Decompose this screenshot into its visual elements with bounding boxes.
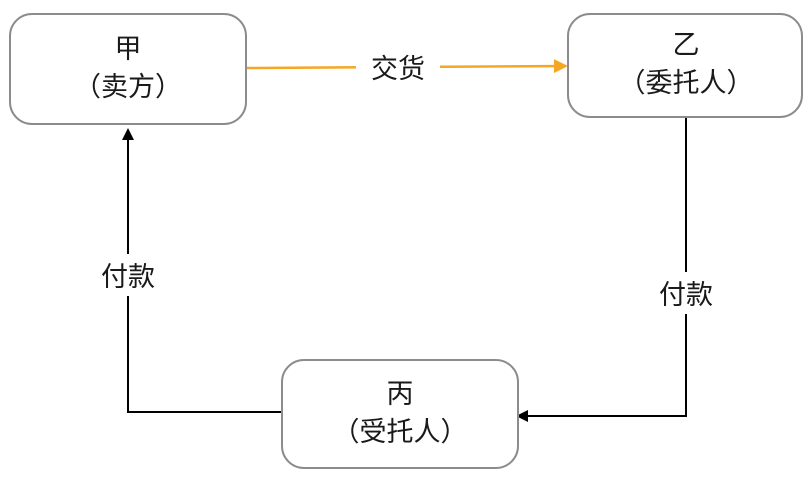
payment-bing-to-jia-line xyxy=(122,128,282,413)
edge-payment-yi-to-bing: 付款 xyxy=(516,118,726,422)
node-bing: 丙 （受托人） xyxy=(281,359,519,469)
node-jia-box xyxy=(9,13,247,125)
delivery-label: 交货 xyxy=(371,54,425,85)
node-yi-role: （委托人） xyxy=(619,68,754,99)
payment-yi-to-bing-label: 付款 xyxy=(659,280,713,311)
node-jia: 甲 （卖方） xyxy=(9,13,247,125)
node-bing-box xyxy=(281,359,519,469)
edge-payment-bing-to-jia: 付款 xyxy=(88,128,282,413)
delivery-label-bg xyxy=(356,48,440,88)
payment-yi-to-bing-line xyxy=(516,118,687,422)
node-jia-role: （卖方） xyxy=(74,72,182,103)
edge-delivery: 交货 xyxy=(246,48,568,88)
node-yi-box xyxy=(567,13,803,118)
node-bing-name: 丙 xyxy=(387,379,414,410)
payment-yi-to-bing-label-bg xyxy=(646,272,726,314)
payment-bing-to-jia-label: 付款 xyxy=(101,262,155,293)
payment-bing-to-jia-label-bg xyxy=(88,254,168,296)
node-yi-name: 乙 xyxy=(673,30,700,61)
node-bing-role: （受托人） xyxy=(333,417,468,448)
node-jia-name: 甲 xyxy=(115,34,142,65)
node-yi: 乙 （委托人） xyxy=(567,13,803,118)
